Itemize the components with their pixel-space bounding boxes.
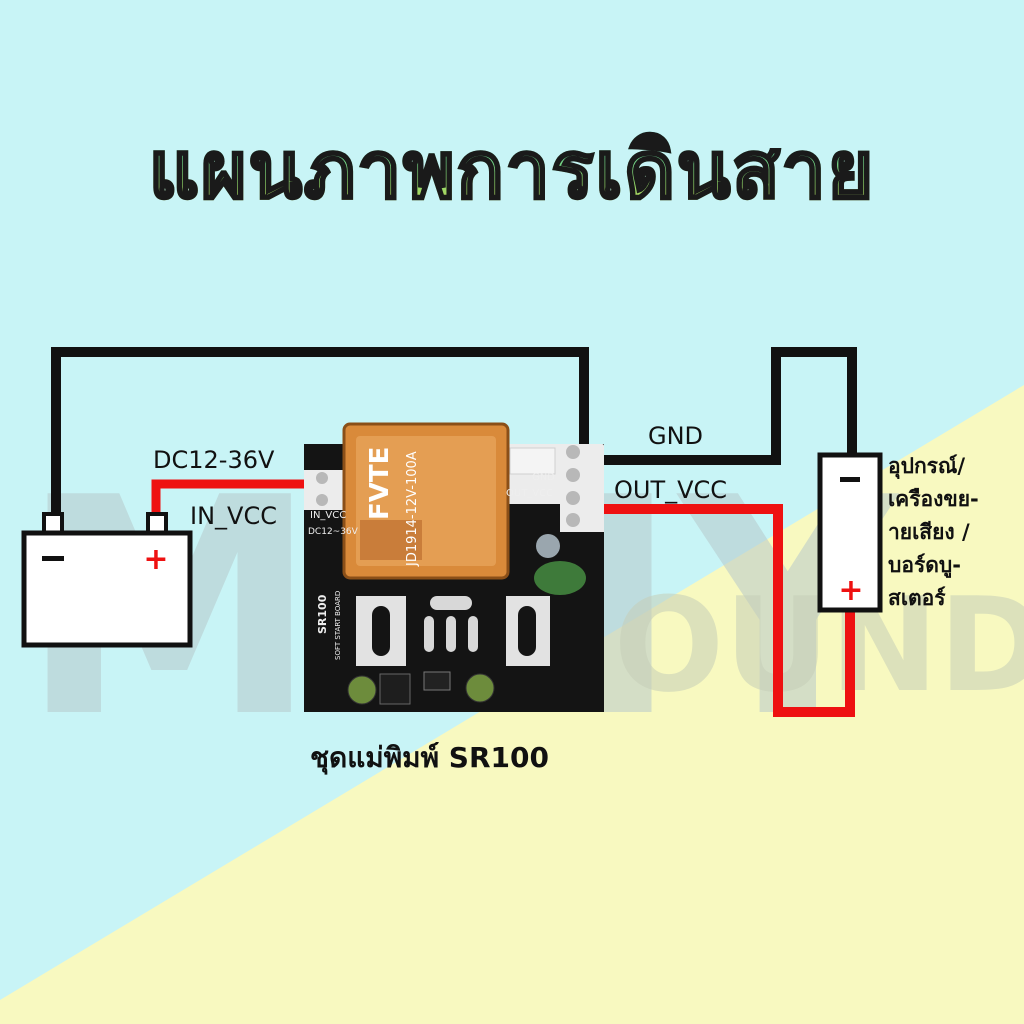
in-vcc-wire bbox=[151, 479, 320, 514]
gnd-label: GND bbox=[648, 422, 704, 450]
device-box: + bbox=[817, 452, 883, 613]
silk-in-vcc: IN_VCC bbox=[310, 510, 346, 521]
device-line: เครืองขย- bbox=[888, 487, 979, 511]
device-minus-icon bbox=[840, 477, 860, 482]
silk-out-vcc: OUT_VCC bbox=[506, 488, 553, 499]
in-vcc-label: IN_VCC bbox=[190, 502, 277, 530]
relay-brand: FVTE bbox=[365, 447, 395, 520]
battery: + bbox=[21, 512, 193, 648]
silk-board-sub: SOFT START BOARD bbox=[334, 591, 342, 660]
device-description: อุปกรณ์/ เครืองขย- ายเสียง / บอร์ดบู- สเ… bbox=[888, 450, 1024, 615]
dc-input-label: DC12-36V bbox=[153, 446, 275, 474]
out-vcc-wire bbox=[574, 504, 855, 717]
device-line: ายเสียง / bbox=[888, 520, 970, 544]
silk-gnd: GND bbox=[532, 472, 555, 483]
relay-model: JD1914-12V-100A bbox=[405, 451, 420, 567]
device-line: สเตอร์ bbox=[888, 586, 946, 610]
silk-board-name: SR100 bbox=[316, 594, 329, 634]
device-plus-icon: + bbox=[838, 573, 863, 608]
battery-minus-icon bbox=[42, 556, 64, 561]
board-caption: ชุดแม่พิมพ์ SR100 bbox=[310, 741, 549, 774]
battery-plus-icon: + bbox=[143, 542, 168, 577]
soft-start-board: FVTE JD1914-12V-100A GND OUT_VCC IN_VCC … bbox=[304, 422, 604, 712]
out-vcc-label: OUT_VCC bbox=[614, 476, 728, 504]
page-title: แผนภาพการเดินสาย bbox=[0, 108, 1024, 232]
gnd-wire bbox=[51, 347, 857, 512]
silk-dc: DC12~36V bbox=[308, 527, 359, 537]
device-line: อุปกรณ์/ bbox=[888, 454, 966, 478]
device-line: บอร์ดบู- bbox=[888, 553, 961, 577]
